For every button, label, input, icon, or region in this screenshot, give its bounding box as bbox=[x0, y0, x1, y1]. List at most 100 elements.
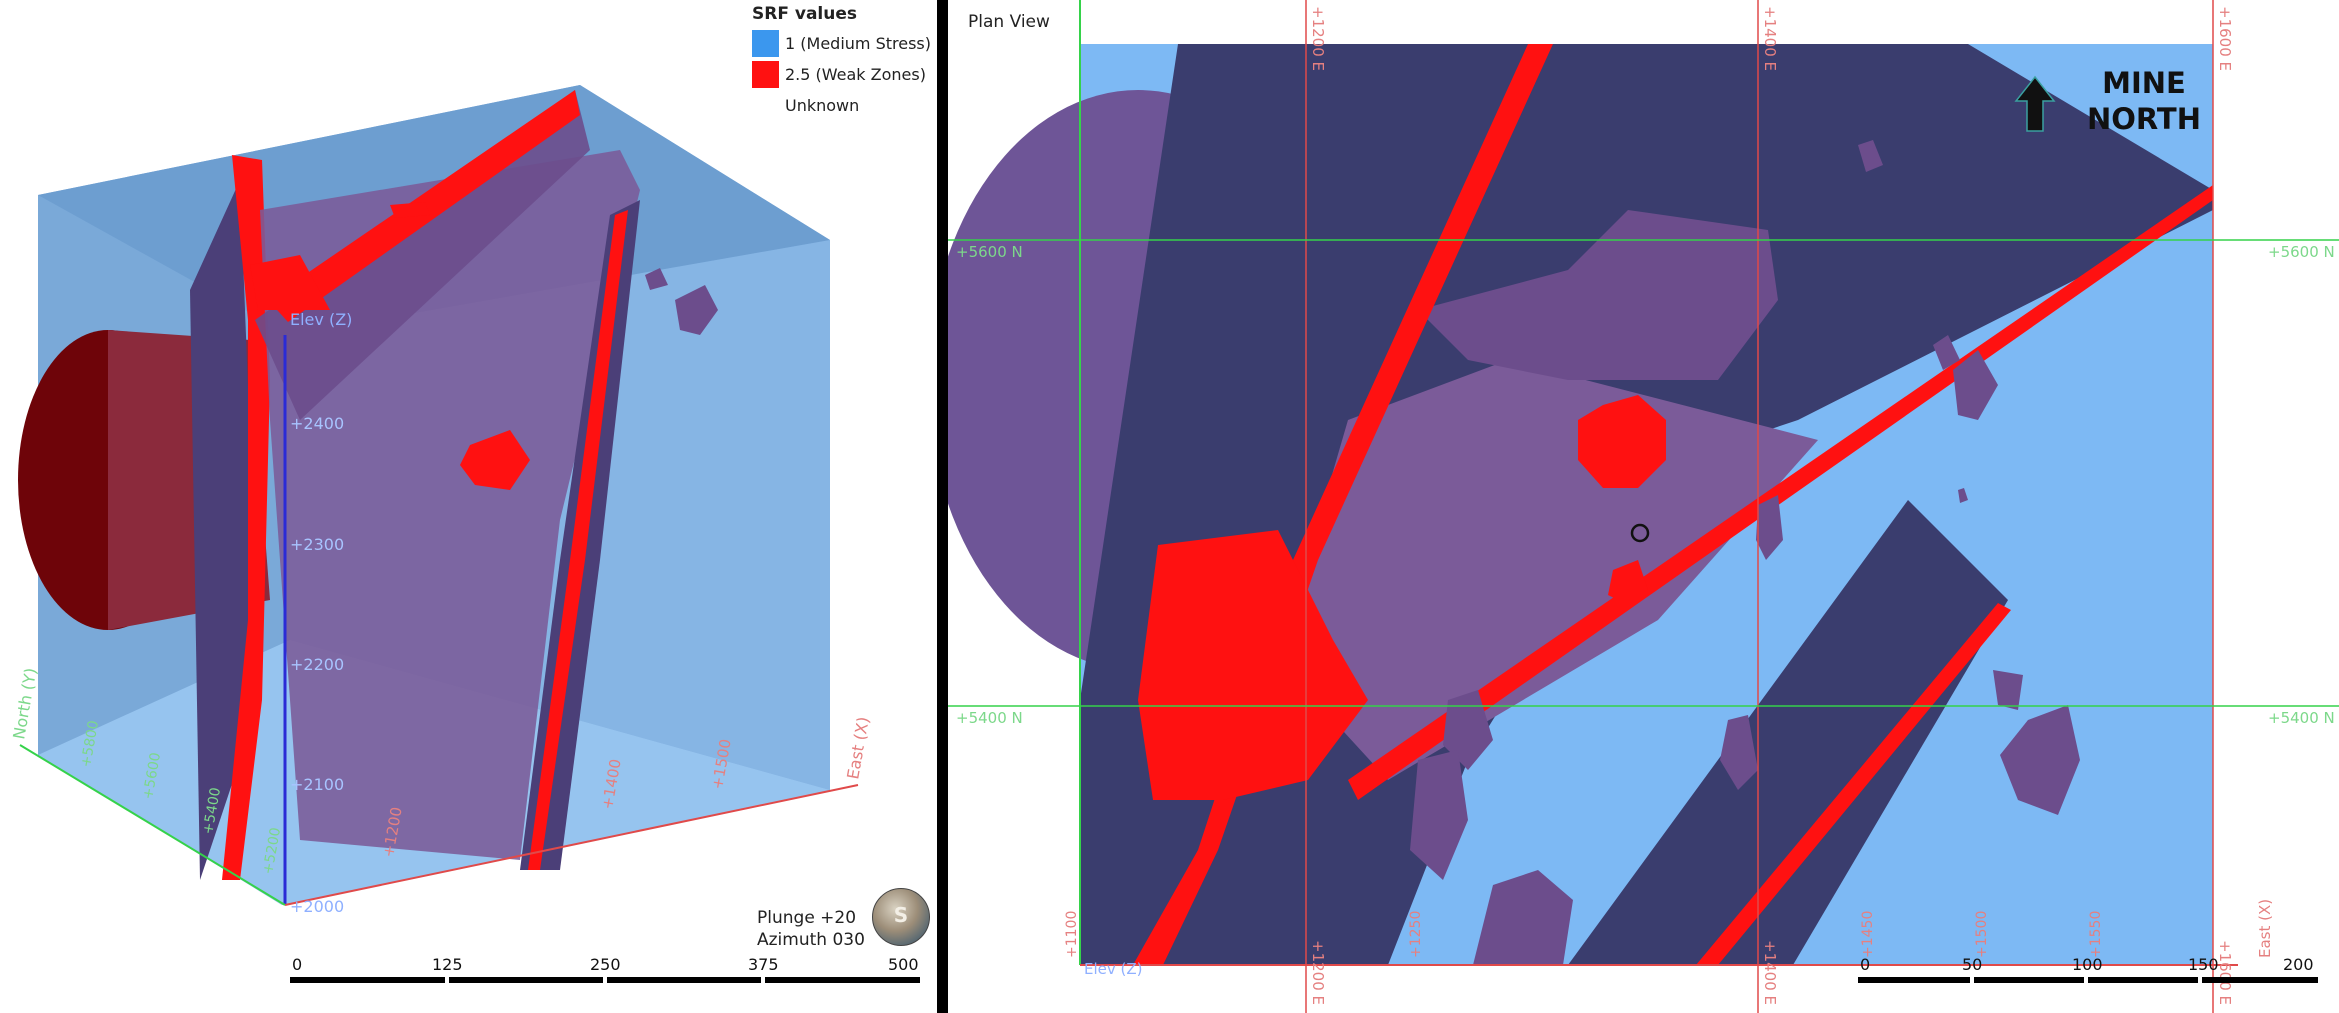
east-tick-bottom: +1200 E bbox=[1309, 940, 1327, 1005]
rock-fragment bbox=[675, 285, 718, 335]
rock-fragment bbox=[1958, 488, 1968, 503]
view-orientation: Plunge +20 Azimuth 030 bbox=[757, 907, 865, 951]
legend-swatch bbox=[752, 61, 779, 88]
scale-bar-segment bbox=[761, 977, 765, 983]
plan-view-pane[interactable]: +1200 E +1400 E +1600 E +1200 E +1400 E … bbox=[948, 0, 2339, 1013]
3d-model-viewport[interactable]: Elev (Z) +2400 +2300 +2200 +2100 +2000 E… bbox=[0, 0, 937, 1013]
mine-north-label: MINE NORTH bbox=[2079, 65, 2209, 137]
rock-fragment bbox=[1933, 335, 1960, 370]
plunge-readout: Plunge +20 bbox=[757, 908, 857, 928]
3d-view-pane[interactable]: Elev (Z) +2400 +2300 +2200 +2100 +2000 E… bbox=[0, 0, 937, 1013]
z-axis-label: Elev (Z) bbox=[290, 310, 352, 329]
azimuth-readout: Azimuth 030 bbox=[757, 930, 865, 950]
z-tick: +2300 bbox=[290, 535, 344, 554]
rock-fragment bbox=[1443, 690, 1493, 770]
y-axis-label: North (Y) bbox=[9, 666, 40, 740]
rock-fragment bbox=[645, 268, 668, 290]
rock-fragment bbox=[1858, 140, 1883, 172]
rock-fragment bbox=[2000, 705, 2080, 815]
navy-fault-band-lower bbox=[1568, 500, 2008, 965]
x-axis bbox=[284, 784, 859, 906]
z-tick: +2100 bbox=[290, 775, 344, 794]
rock-fragment bbox=[1756, 495, 1783, 560]
weak-zone-top-red bbox=[250, 255, 330, 310]
rock-fragment bbox=[1993, 670, 2023, 710]
weak-zone-vertical-red bbox=[222, 155, 270, 880]
legend-title: SRF values bbox=[752, 4, 857, 24]
minor-tick: +1250 bbox=[1408, 911, 1424, 958]
cursor-marker[interactable] bbox=[1630, 523, 1650, 543]
scale-label: 100 bbox=[2072, 955, 2103, 974]
east-tick-top: +1600 E bbox=[2216, 6, 2234, 71]
rock-fragment bbox=[1953, 350, 1998, 420]
elev-axis-label: Elev (Z) bbox=[1084, 960, 1143, 978]
scale-bar-line bbox=[1858, 977, 2318, 983]
scale-label: 50 bbox=[1962, 955, 1983, 974]
north-tick-right: +5600 N bbox=[2268, 243, 2335, 261]
compass-globe-icon[interactable]: S bbox=[872, 888, 930, 946]
legend-label: 2.5 (Weak Zones) bbox=[785, 65, 926, 84]
srf-legend: SRF values 1 (Medium Stress) 2.5 (Weak Z… bbox=[752, 4, 937, 121]
scale-label: 0 bbox=[1860, 955, 1871, 974]
scale-label: 0 bbox=[292, 955, 303, 974]
weak-zone-blob bbox=[460, 430, 530, 490]
mine-north-line: MINE bbox=[2102, 66, 2186, 100]
east-tick-top: +1400 E bbox=[1761, 6, 1779, 71]
z-tick: +2000 bbox=[290, 897, 344, 916]
weak-zone-blob-lower bbox=[1138, 530, 1368, 800]
pane-divider[interactable] bbox=[937, 0, 948, 1013]
purple-fault-plane bbox=[1278, 360, 1818, 780]
east-tick-top: +1200 E bbox=[1309, 6, 1327, 71]
legend-item-unknown: Unknown bbox=[752, 90, 937, 121]
rock-fragment bbox=[1410, 750, 1468, 880]
scale-bar-segment bbox=[1970, 977, 1974, 983]
legend-swatch bbox=[752, 92, 779, 119]
z-tick: +2400 bbox=[290, 414, 344, 433]
north-tick-left: +5600 N bbox=[956, 243, 1023, 261]
scale-label: 150 bbox=[2188, 955, 2219, 974]
legend-item-weak-zones: 2.5 (Weak Zones) bbox=[752, 59, 937, 90]
minor-tick: +1450 bbox=[1860, 911, 1876, 958]
rock-cluster bbox=[1418, 210, 1778, 380]
rock-fragment bbox=[1473, 870, 1573, 965]
scale-label: 250 bbox=[590, 955, 621, 974]
scale-bar-segment bbox=[445, 977, 449, 983]
y-axis bbox=[19, 744, 286, 906]
minor-tick: +1500 bbox=[1974, 911, 1990, 958]
east-tick-bottom: +1600 E bbox=[2216, 940, 2234, 1005]
weak-zone-band-lower bbox=[1696, 603, 2011, 965]
scale-bar-segment bbox=[603, 977, 607, 983]
north-tick-left: +5400 N bbox=[956, 709, 1023, 727]
north-tick-right: +5400 N bbox=[2268, 709, 2335, 727]
weak-zone-small-top bbox=[390, 202, 430, 218]
weak-zone-octagon bbox=[1578, 395, 1666, 488]
weak-zone-small bbox=[1608, 560, 1648, 605]
north-arrow-icon bbox=[2014, 75, 2056, 132]
legend-swatch bbox=[752, 30, 779, 57]
z-tick: +2200 bbox=[290, 655, 344, 674]
scale-bar-segment bbox=[2084, 977, 2088, 983]
scale-bar-segment bbox=[2198, 977, 2202, 983]
minor-tick: +1100 bbox=[1064, 911, 1080, 958]
rock-fragment bbox=[1720, 715, 1758, 790]
compass-letter: S bbox=[893, 903, 909, 927]
scale-label: 200 bbox=[2283, 955, 2314, 974]
plan-view-title: Plan View bbox=[968, 12, 1050, 32]
legend-label: 1 (Medium Stress) bbox=[785, 34, 931, 53]
east-tick-bottom: +1400 E bbox=[1761, 940, 1779, 1005]
east-axis-label: East (X) bbox=[2256, 899, 2274, 958]
x-axis-label: East (X) bbox=[843, 715, 873, 780]
scale-label: 375 bbox=[748, 955, 779, 974]
weak-zone-right-red bbox=[528, 210, 628, 870]
scale-bar-3d: 0 125 250 375 500 bbox=[290, 955, 920, 985]
legend-label: Unknown bbox=[785, 96, 860, 115]
weak-zone-band-diagonal bbox=[1348, 185, 2213, 800]
scale-bar-plan: 0 50 100 150 200 bbox=[1858, 955, 2318, 985]
minor-tick: +1550 bbox=[2088, 911, 2104, 958]
scale-label: 500 bbox=[888, 955, 919, 974]
plan-view-viewport[interactable]: +1200 E +1400 E +1600 E +1200 E +1400 E … bbox=[948, 0, 2339, 1013]
fault-plane-diagonal bbox=[255, 90, 590, 420]
scale-label: 125 bbox=[432, 955, 463, 974]
mine-north-line: NORTH bbox=[2086, 102, 2201, 136]
legend-item-medium-stress: 1 (Medium Stress) bbox=[752, 28, 937, 59]
